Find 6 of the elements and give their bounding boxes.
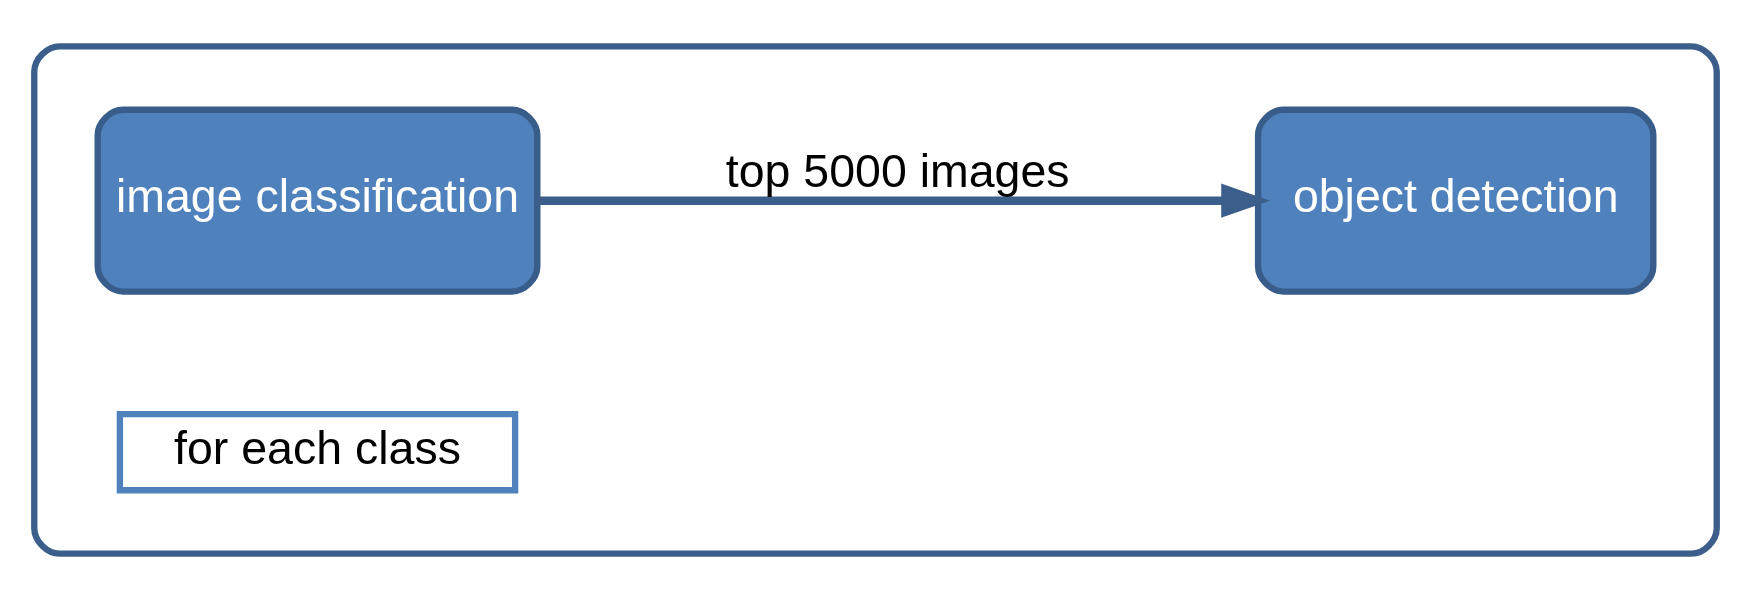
node-box: for each class xyxy=(116,410,519,493)
node-box: object detection xyxy=(1254,106,1657,295)
cluster xyxy=(31,42,1720,557)
edge-label: top 5000 images xyxy=(725,144,1070,197)
node-box: image classification xyxy=(94,106,541,295)
arrow xyxy=(537,183,1270,218)
